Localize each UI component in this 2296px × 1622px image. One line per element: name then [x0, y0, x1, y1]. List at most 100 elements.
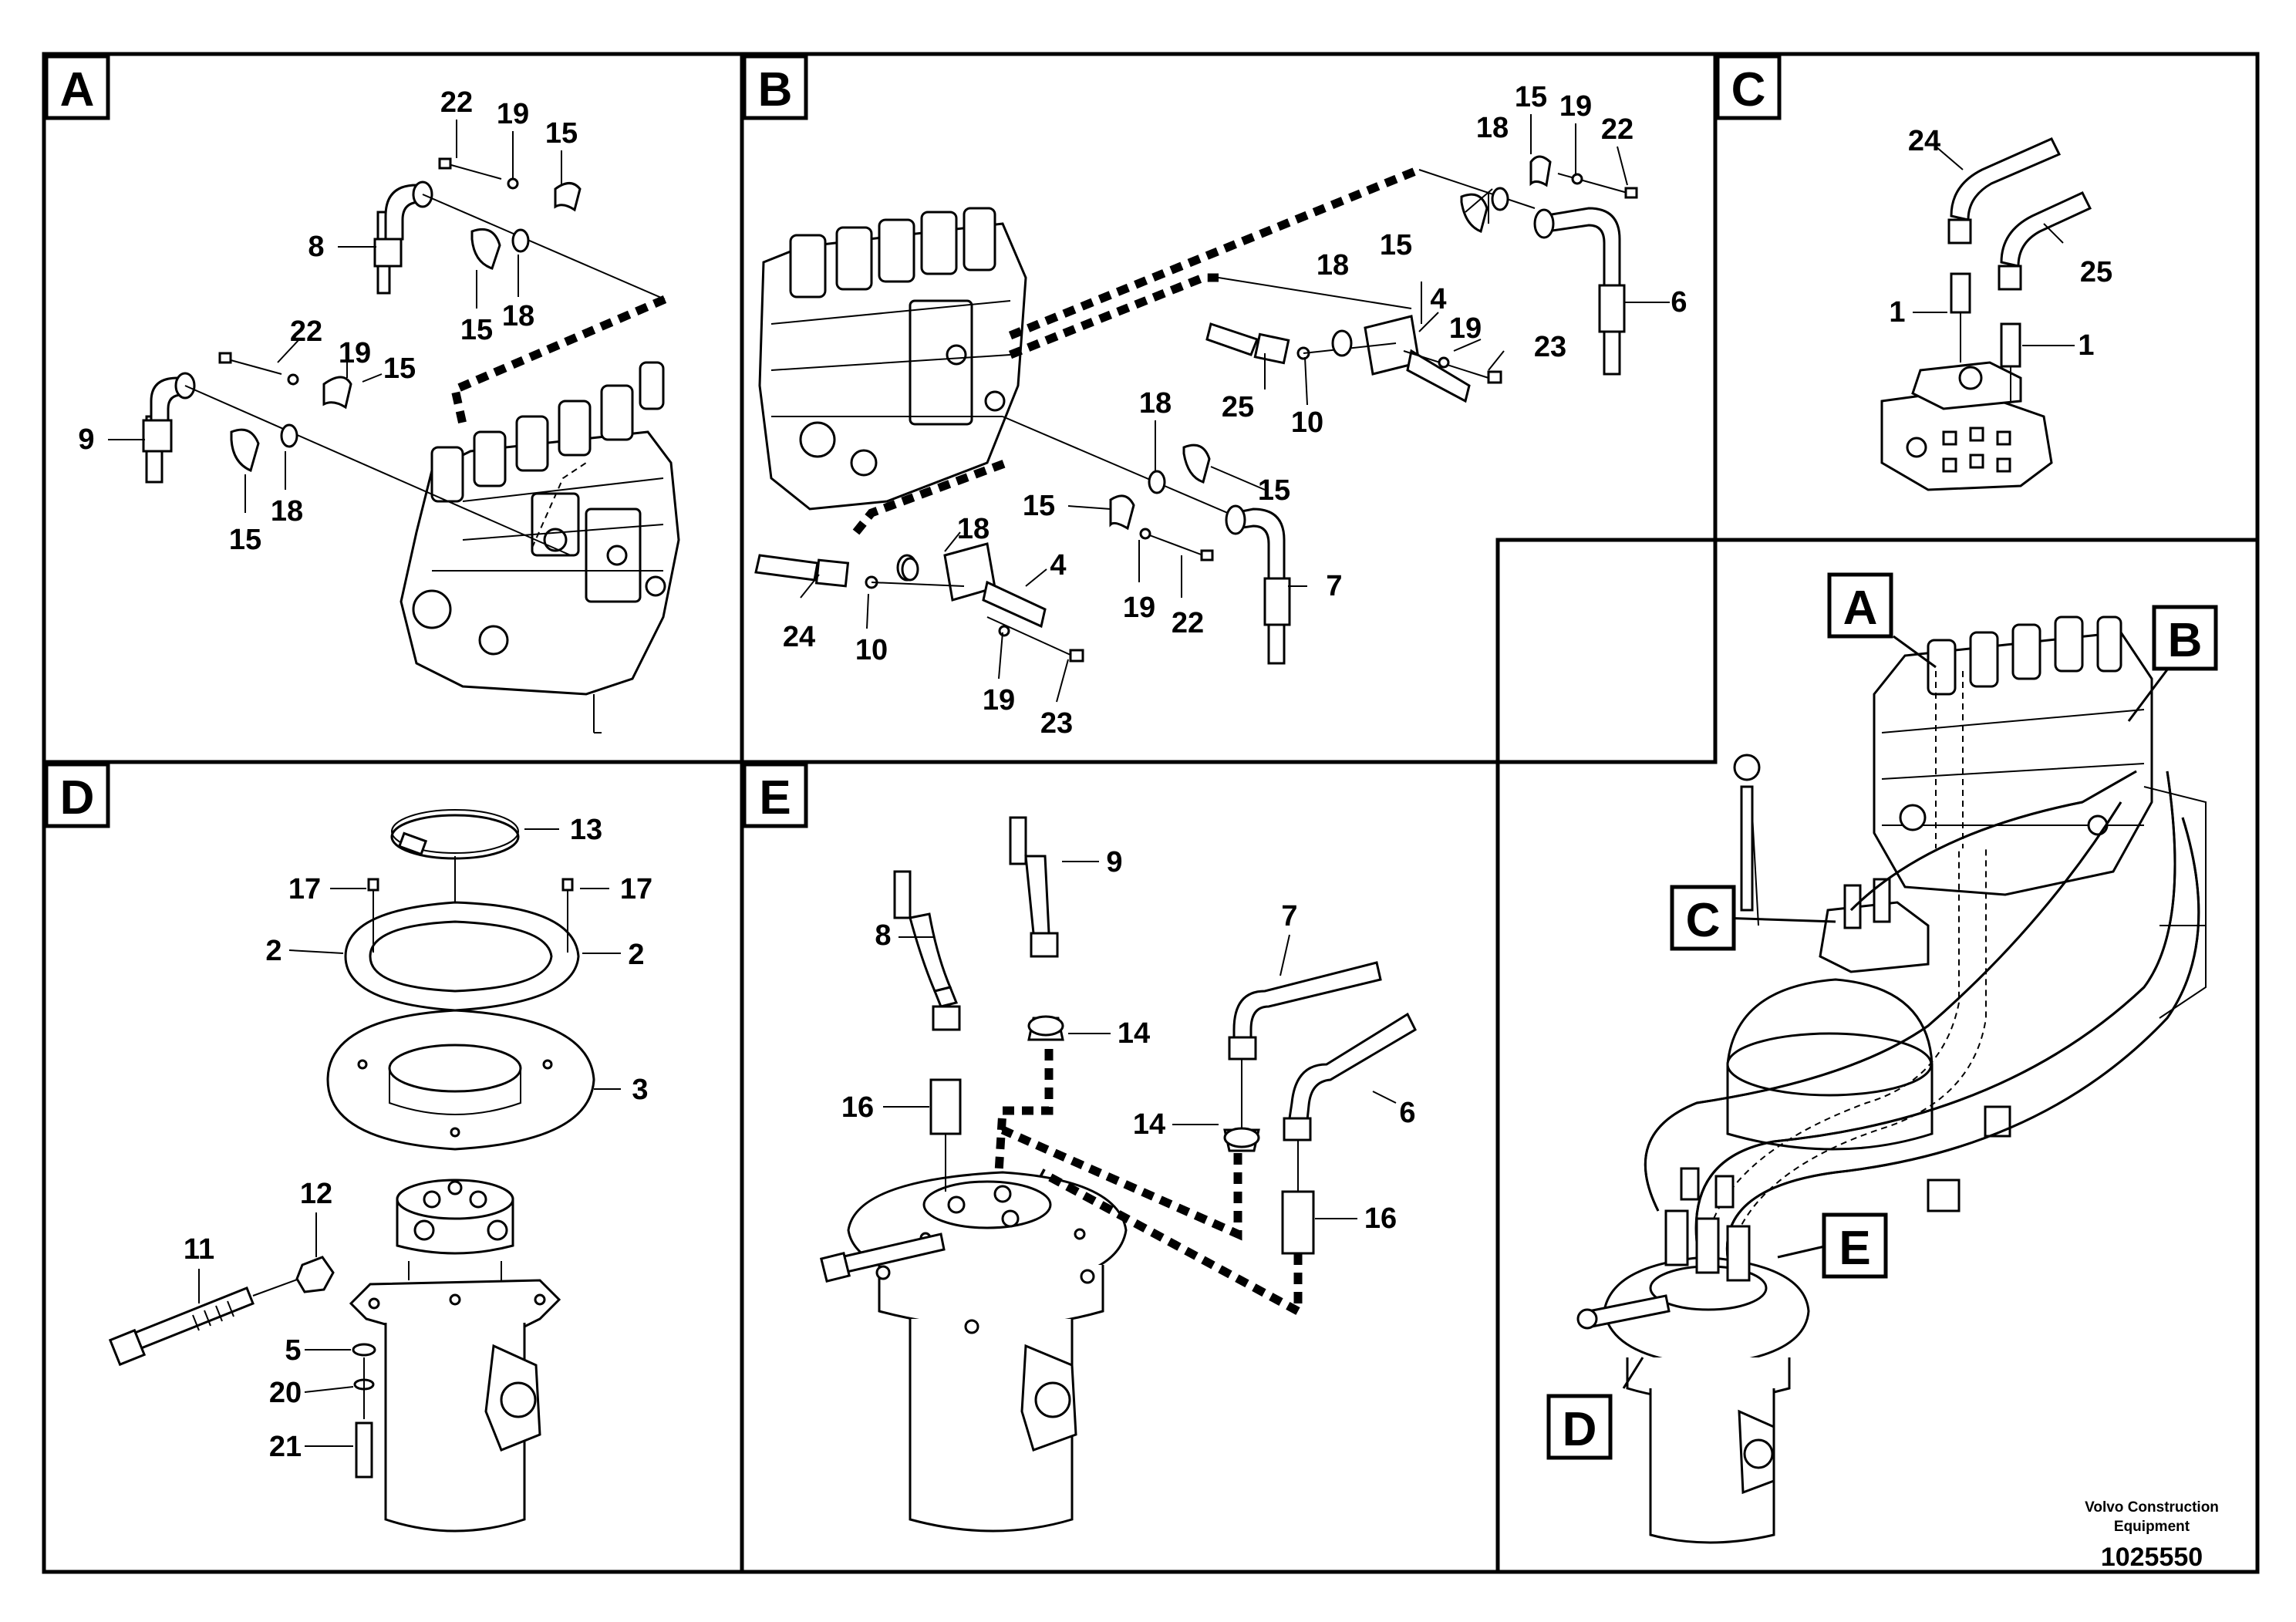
panel-b-drawing [754, 155, 1638, 665]
bolt-11 [108, 1272, 317, 1367]
hose-8 [373, 180, 666, 300]
overview-drawing [1576, 615, 2207, 1544]
callout-23: 23 [1534, 331, 1566, 363]
fasteners-b-mid [901, 443, 1214, 582]
panel-c-letter: C [1715, 54, 1782, 120]
hose-7 [1225, 504, 1291, 665]
callout-15: 15 [1023, 490, 1055, 522]
overview-callout-b: B [2152, 605, 2218, 671]
flange-4-lower [871, 542, 1084, 663]
svg-text:B: B [2168, 614, 2203, 667]
callout-7: 7 [1281, 900, 1297, 932]
callout-5: 5 [285, 1334, 301, 1367]
overview-valve-block [1873, 615, 2153, 896]
route-9-dashed [531, 462, 587, 548]
overview-callout-d: D [1546, 1394, 1613, 1460]
fasteners-a-lower [218, 352, 352, 473]
callout-3: 3 [632, 1074, 648, 1106]
hose-25-c [1998, 191, 2092, 401]
callout-19: 19 [339, 337, 371, 369]
panel-e-callouts: 9 8 7 14 6 16 14 16 [841, 846, 1416, 1235]
callout-19: 19 [1449, 312, 1482, 345]
callout-18: 18 [1476, 112, 1509, 144]
callout-1: 1 [2078, 329, 2094, 362]
callout-15: 15 [229, 524, 261, 556]
panel-e-drawing [819, 816, 1417, 1533]
screws-17 [367, 878, 574, 953]
panel-c-callouts: 24 25 1 1 [1889, 125, 2112, 362]
washers-5-20-bolt-21 [352, 1343, 376, 1479]
callout-20: 20 [269, 1377, 302, 1409]
cover-plate-2 [344, 901, 580, 1012]
panel-b-callouts: 15 18 19 22 15 6 18 4 19 23 25 10 18 15 … [783, 81, 1687, 740]
callout-9: 9 [78, 423, 94, 456]
svg-text:D: D [60, 771, 95, 824]
callout-25: 25 [2080, 256, 2112, 288]
panel-overview-frame [1495, 538, 2260, 1574]
callout-22: 22 [440, 86, 473, 119]
callout-15: 15 [545, 117, 578, 150]
hose-6 [1533, 207, 1626, 376]
callout-21: 21 [269, 1431, 302, 1463]
overview-callout-a: A [1827, 572, 1893, 639]
svg-text:E: E [759, 771, 791, 824]
route-7-e-dashed [993, 1125, 1242, 1241]
callout-16: 16 [1364, 1202, 1397, 1235]
control-valve-block-b [758, 207, 1027, 511]
overview-swivel [1576, 878, 1934, 1544]
flange-4-upper [1303, 315, 1502, 403]
callout-17: 17 [288, 873, 321, 905]
hose-24 [754, 554, 878, 589]
route-6-e-dashed [1039, 1168, 1303, 1319]
swivel-joint-d [349, 1179, 561, 1533]
callout-15: 15 [383, 352, 416, 385]
svg-text:E: E [1839, 1222, 1870, 1275]
brand-line-1: Volvo Construction [2085, 1499, 2219, 1516]
callout-18: 18 [502, 300, 534, 332]
panel-a-letter: A [44, 54, 110, 120]
panel-letter-boxes: A B C D E [44, 54, 1782, 828]
panel-d-callouts: 13 17 17 2 2 3 12 11 5 20 21 [184, 814, 652, 1463]
svg-text:A: A [1843, 582, 1878, 635]
overview-callout-boxes: A B C D E [1546, 572, 2218, 1460]
svg-text:C: C [1686, 894, 1721, 947]
band-clamp-13 [390, 809, 520, 860]
flange-3 [326, 1009, 595, 1151]
callout-15: 15 [460, 314, 493, 346]
callout-18: 18 [271, 495, 303, 528]
callout-15: 15 [1515, 81, 1547, 113]
panel-a-drawing [142, 157, 680, 733]
callout-22: 22 [290, 315, 322, 348]
callout-6: 6 [1671, 286, 1687, 319]
callout-2: 2 [265, 935, 282, 967]
overview-callout-e: E [1822, 1212, 1888, 1279]
callout-6: 6 [1399, 1097, 1415, 1129]
hose-6-e [1281, 1012, 1417, 1255]
hose-9-e [1009, 816, 1064, 1041]
callout-7: 7 [1326, 570, 1342, 602]
callout-12: 12 [300, 1178, 332, 1210]
svg-text:D: D [1563, 1403, 1597, 1456]
panel-e-letter: E [742, 762, 808, 828]
callout-16: 16 [841, 1091, 874, 1124]
panel-c-drawing [1880, 137, 2092, 491]
callout-1: 1 [1889, 296, 1905, 329]
bolt-e [819, 1233, 946, 1283]
panel-d-letter: D [44, 762, 110, 828]
callout-19: 19 [983, 684, 1015, 717]
callout-19: 19 [497, 98, 529, 130]
callout-22: 22 [1601, 113, 1633, 146]
callout-11: 11 [184, 1233, 214, 1266]
callout-2: 2 [628, 939, 644, 971]
route-8-dashed [450, 295, 667, 426]
svg-text:C: C [1731, 63, 1766, 116]
callout-9: 9 [1106, 846, 1122, 878]
callout-13: 13 [570, 814, 602, 846]
route-9-e-dashed [994, 1049, 1054, 1173]
panel-a-callouts: 22 19 15 8 18 15 22 19 15 9 15 18 [78, 86, 578, 556]
callout-15: 15 [1380, 229, 1412, 261]
callout-18: 18 [1317, 249, 1349, 282]
brand-line-2: Equipment [2114, 1519, 2190, 1535]
svg-text:B: B [758, 63, 793, 116]
route-6-dashed [1008, 165, 1421, 359]
